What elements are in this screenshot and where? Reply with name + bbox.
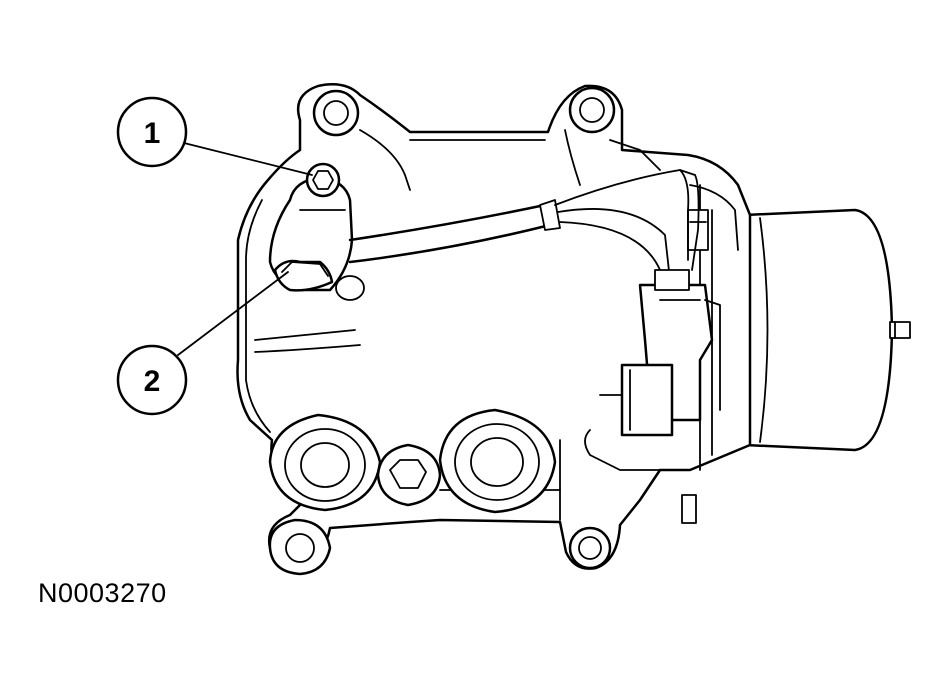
callout-1: 1 [116,96,313,176]
callout-2-circle [116,344,188,416]
callout-2-label: 2 [144,365,161,398]
service-ports [268,408,557,514]
callout-1-circle [116,96,188,168]
wiring-harness [348,169,700,286]
callout-2: 2 [116,271,289,416]
figure-id-label: N0003270 [38,578,167,608]
clutch-pulley [738,208,911,452]
leader-line-1 [183,142,313,176]
pressure-sensor [268,176,365,301]
harness-connector [620,269,721,437]
sensor-retaining-bolt [305,162,341,198]
leader-line-2 [177,271,289,356]
callout-1-label: 1 [144,117,161,150]
